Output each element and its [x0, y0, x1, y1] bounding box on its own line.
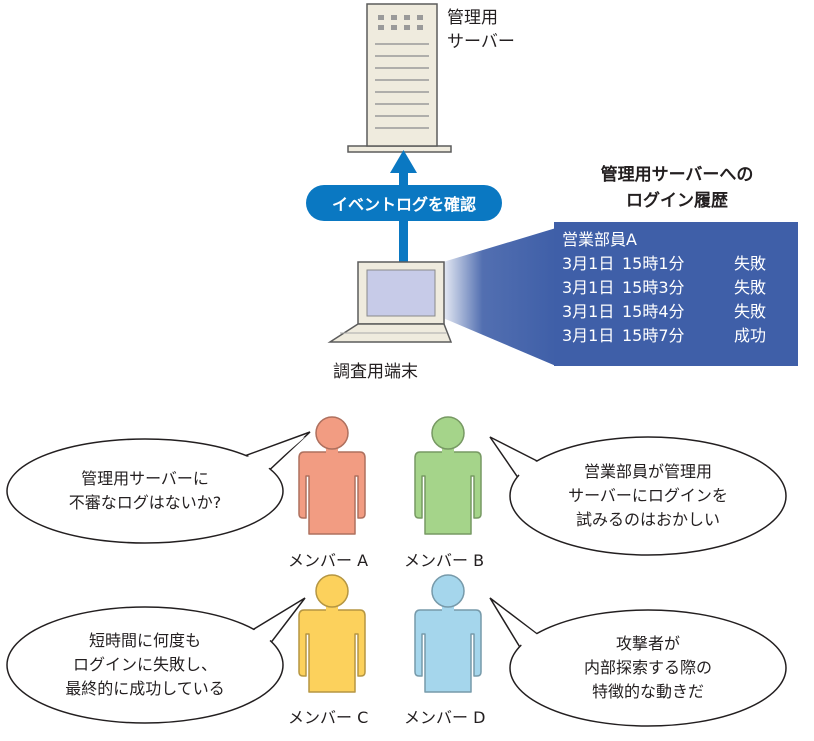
- member-name-c: メンバー C: [288, 708, 369, 727]
- event-log-check-text: イベントログを確認: [331, 195, 476, 214]
- speech-text-a: 管理用サーバーに 不審なログはないか?: [25, 467, 265, 515]
- person-head: [315, 416, 349, 450]
- speech-bubble-d: [489, 597, 787, 727]
- speech-bubble-b: [489, 436, 787, 556]
- person-head: [431, 416, 465, 450]
- person-icon-b: [414, 416, 482, 535]
- log-user: 営業部員A: [562, 230, 637, 249]
- speech-line: ログインに失敗し、: [72, 655, 217, 674]
- log-result: 失敗: [734, 254, 767, 273]
- speech-bubble-a: [6, 431, 311, 544]
- speech-line: 試みるのはおかしい: [575, 510, 720, 529]
- speech-text-b: 営業部員が管理用 サーバーにログインを 試みるのはおかしい: [528, 460, 768, 532]
- log-date: 3月1日: [562, 254, 615, 273]
- history-title: 管理用サーバーへの ログイン履歴: [562, 162, 792, 214]
- history-beam: [443, 228, 556, 366]
- person-icon-a: [298, 416, 366, 535]
- speech-text-d: 攻撃者が 内部探索する際の 特徴的な動きだ: [528, 632, 768, 704]
- log-row: 3月1日 15時7分 成功: [562, 324, 798, 348]
- person-body: [414, 609, 482, 693]
- history-title-line1: 管理用サーバーへの: [600, 165, 754, 185]
- log-date: 3月1日: [562, 326, 615, 345]
- speech-line: 不審なログはないか?: [68, 493, 222, 512]
- person-body: [298, 451, 366, 535]
- log-time: 15時1分: [622, 254, 685, 273]
- log-result: 成功: [734, 326, 767, 345]
- log-time: 15時3分: [622, 278, 685, 297]
- log-row: 3月1日 15時1分 失敗: [562, 252, 798, 276]
- login-log: 営業部員A 3月1日 15時1分 失敗 3月1日 15時3分 失敗 3月1日 1…: [562, 228, 798, 348]
- person-icon-c: [298, 574, 366, 693]
- speech-line: 短時間に何度も: [88, 631, 201, 650]
- log-time: 15時4分: [622, 302, 685, 321]
- server-label: 管理用 サーバー: [447, 6, 515, 54]
- log-row: 3月1日 15時4分 失敗: [562, 300, 798, 324]
- server-label-line2: サーバー: [447, 32, 515, 52]
- history-panel: [554, 222, 798, 366]
- terminal-label: 調査用端末: [333, 362, 418, 382]
- log-result: 失敗: [734, 302, 767, 321]
- person-body: [298, 609, 366, 693]
- member-name-d: メンバー D: [404, 708, 486, 727]
- log-date: 3月1日: [562, 278, 615, 297]
- person-head: [315, 574, 349, 608]
- person-head: [431, 574, 465, 608]
- event-log-check-label: イベントログを確認: [306, 185, 502, 221]
- history-title-line2: ログイン履歴: [626, 191, 728, 211]
- laptop-icon: [327, 261, 453, 343]
- speech-line: 攻撃者が: [615, 634, 680, 653]
- log-result: 失敗: [734, 278, 767, 297]
- speech-bubble-c: [6, 597, 306, 724]
- server-icon: [347, 3, 452, 153]
- server-label-line1: 管理用: [447, 8, 498, 28]
- member-name-a: メンバー A: [288, 551, 369, 570]
- speech-line: 管理用サーバーに: [81, 469, 209, 488]
- log-time: 15時7分: [622, 326, 685, 345]
- speech-text-c: 短時間に何度も ログインに失敗し、 最終的に成功している: [25, 629, 265, 701]
- speech-line: サーバーにログインを: [568, 486, 728, 505]
- speech-line: 内部探索する際の: [583, 658, 712, 677]
- person-icon-d: [414, 574, 482, 693]
- member-name-b: メンバー B: [404, 551, 485, 570]
- speech-line: 特徴的な動きだ: [591, 682, 704, 701]
- person-body: [414, 451, 482, 535]
- speech-line: 営業部員が管理用: [583, 462, 712, 481]
- log-date: 3月1日: [562, 302, 615, 321]
- speech-line: 最終的に成功している: [65, 679, 225, 698]
- log-row: 3月1日 15時3分 失敗: [562, 276, 798, 300]
